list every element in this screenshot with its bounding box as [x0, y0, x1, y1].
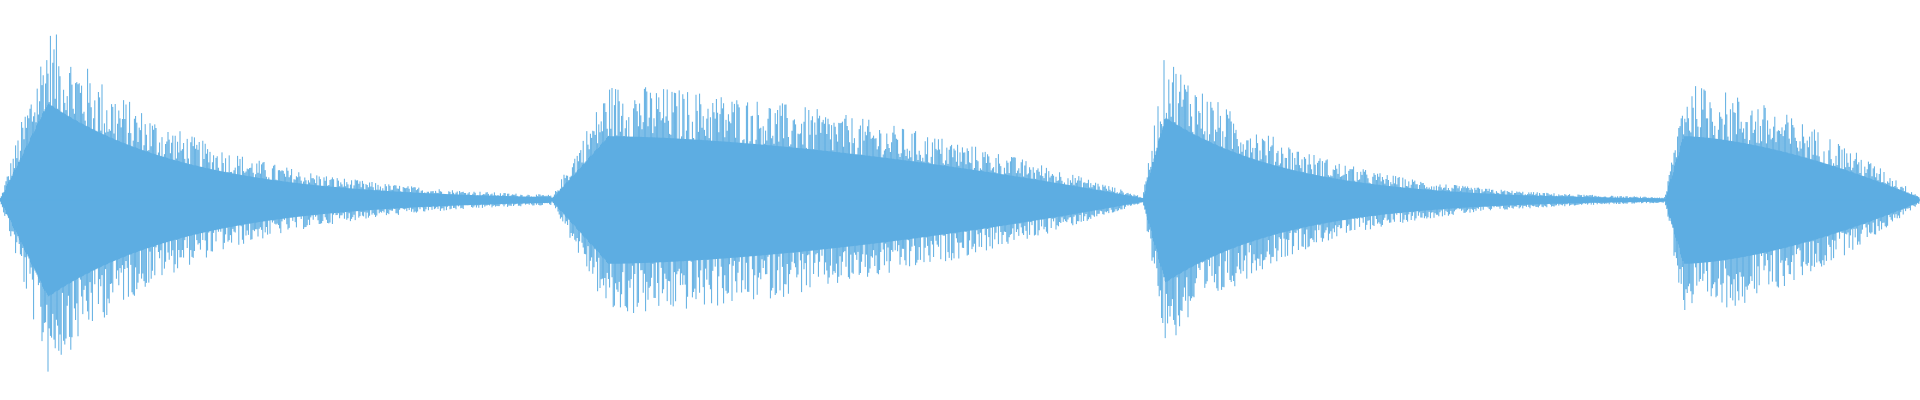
waveform-lines	[0, 34, 1920, 372]
